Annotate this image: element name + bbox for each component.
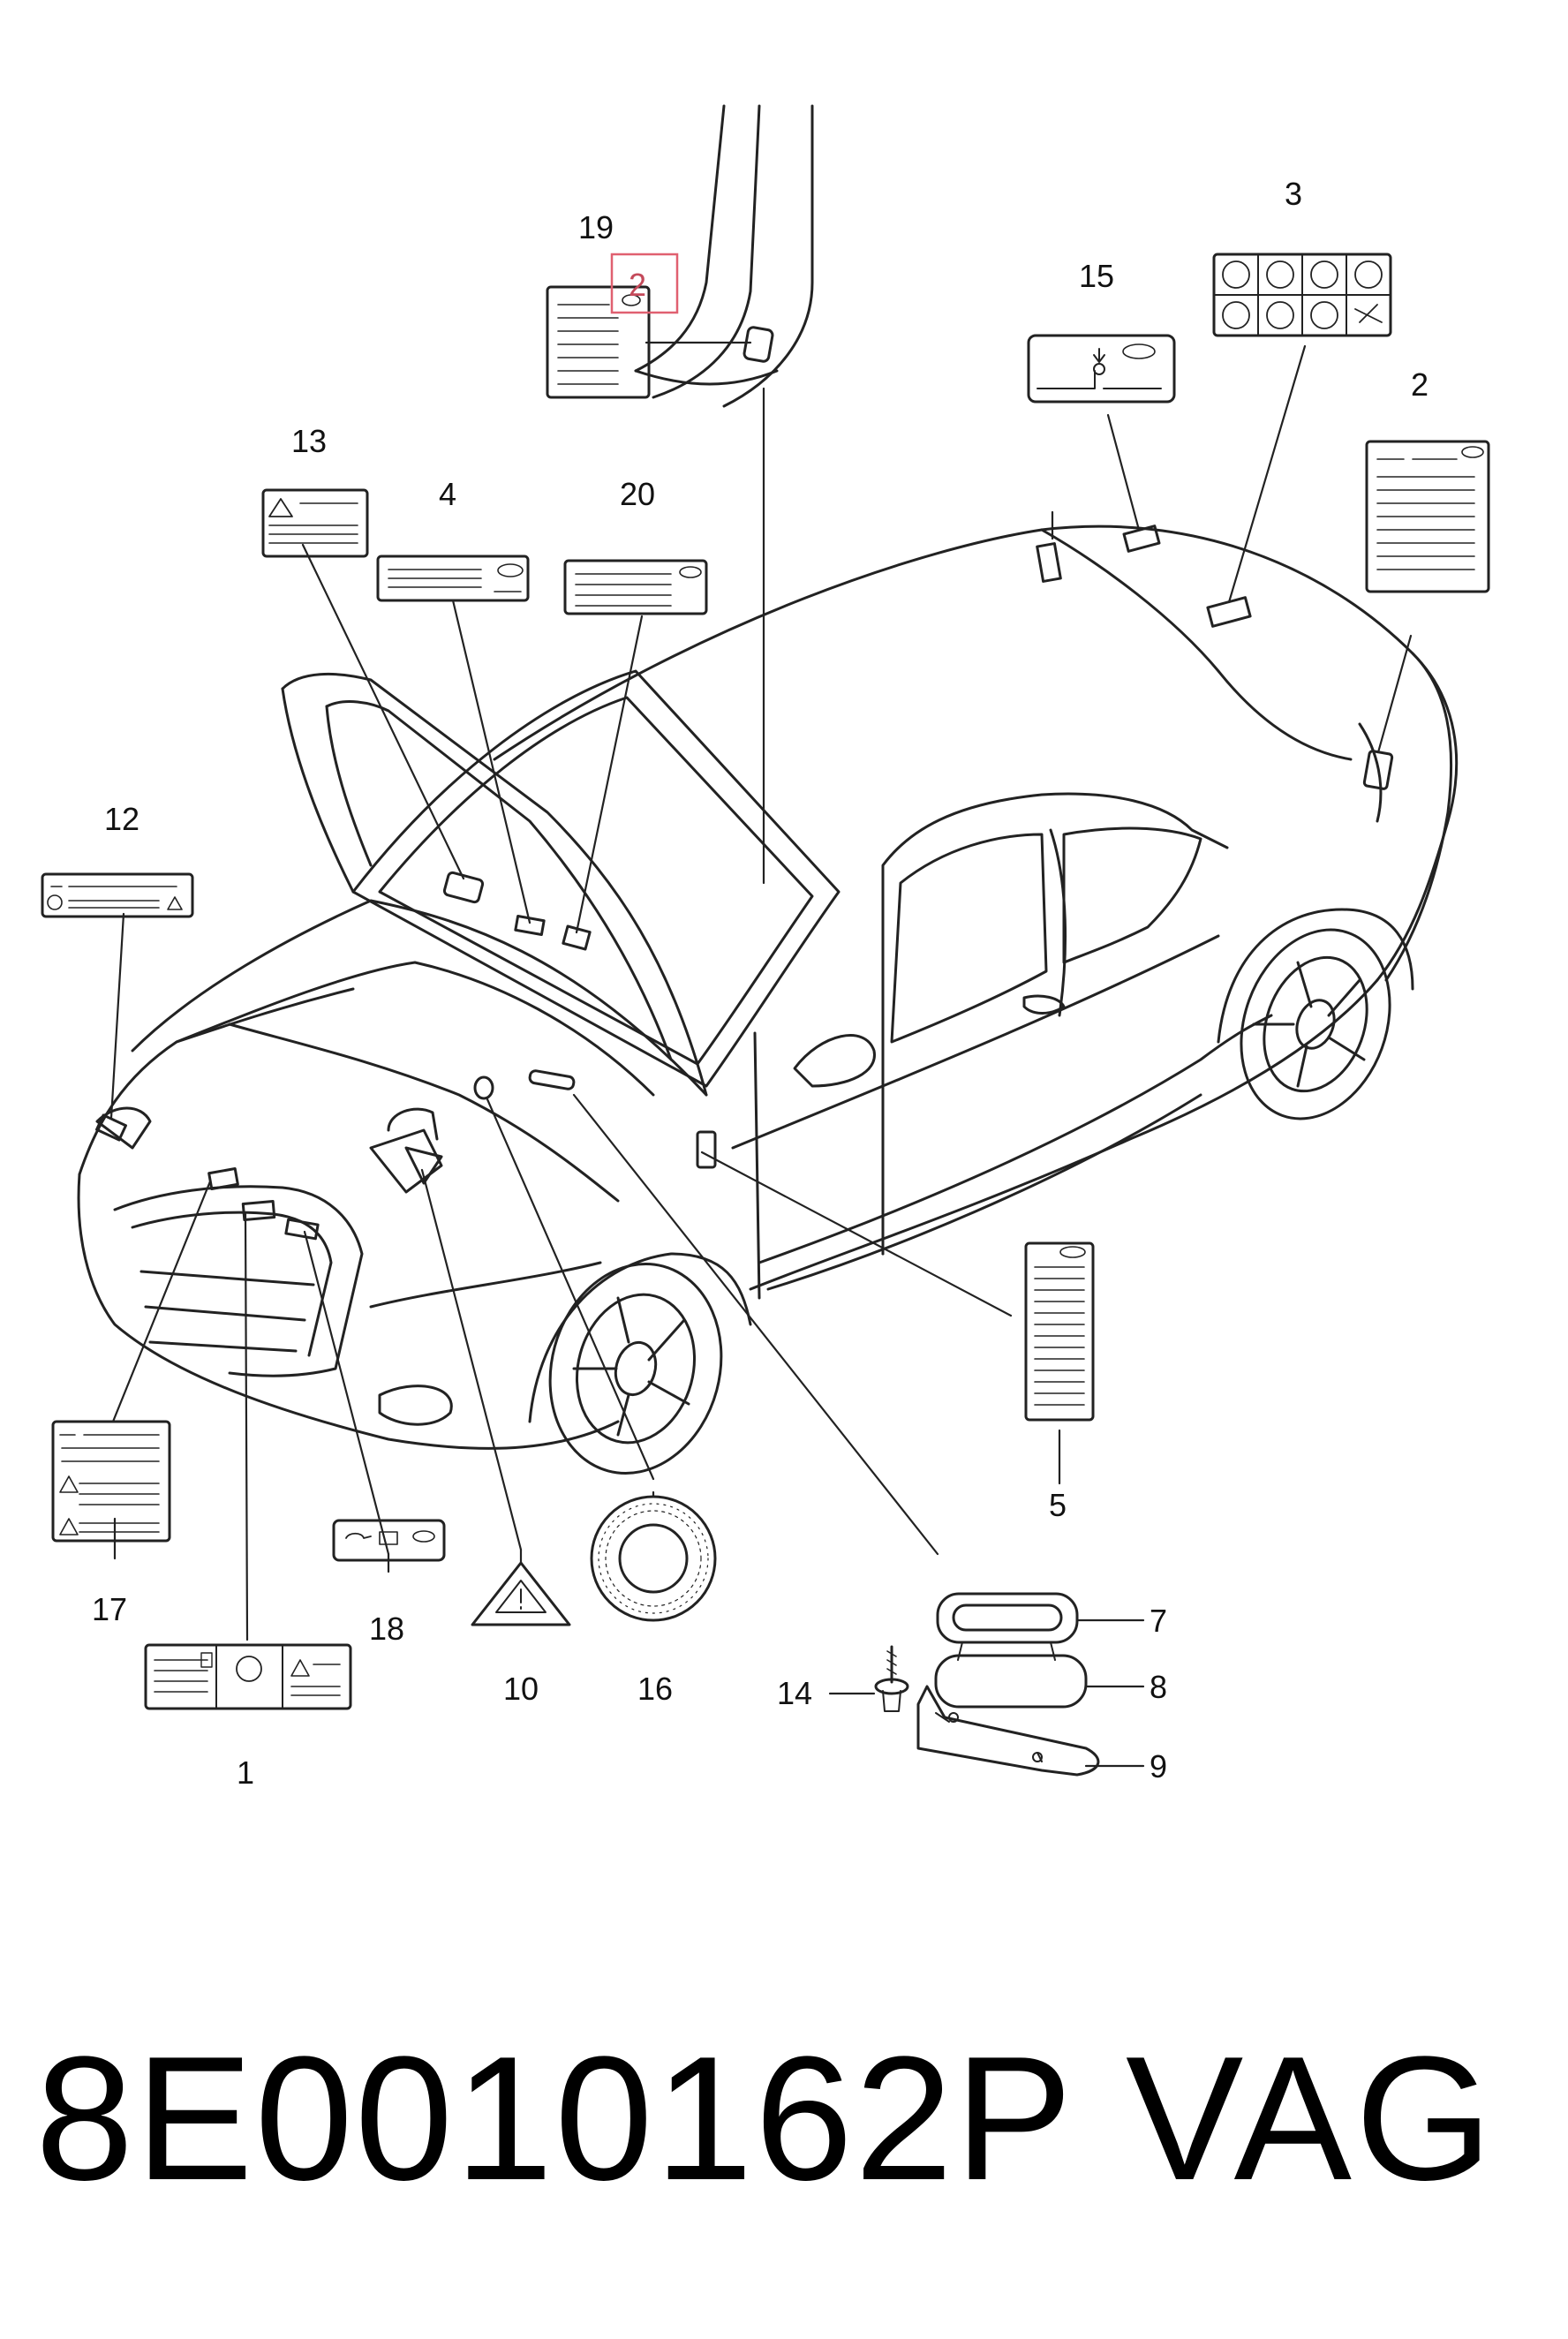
part-number: 8E0010162P bbox=[35, 2020, 1074, 2217]
callout-19: 19 bbox=[578, 209, 614, 245]
callout-15: 15 bbox=[1079, 258, 1114, 294]
callout-16: 16 bbox=[637, 1671, 673, 1707]
brand-name: VAG bbox=[1126, 2020, 1496, 2217]
callout-20: 20 bbox=[620, 476, 655, 512]
callout-13: 12 bbox=[104, 801, 139, 837]
label-20-sticker bbox=[563, 559, 708, 615]
parts-7-8-9-10 bbox=[874, 1592, 1100, 1777]
callout-4: 4 bbox=[439, 476, 456, 512]
callout-17: 17 bbox=[92, 1591, 127, 1627]
footer: 8E0010162P VAG bbox=[35, 2031, 1536, 2260]
label-4-sticker bbox=[376, 555, 530, 602]
label-17-sticker bbox=[51, 1420, 171, 1543]
sticker-markers bbox=[95, 326, 1394, 1241]
callout-14: 13 bbox=[291, 423, 327, 459]
callout-5: 5 bbox=[1049, 1487, 1067, 1523]
callout-labels: 2 19 15 3 2 13 4 20 12 5 17 18 10 16 1 7… bbox=[92, 176, 1429, 1791]
label-15-sticker bbox=[1027, 334, 1176, 404]
label-18-sticker bbox=[332, 1519, 446, 1562]
label-2-sticker bbox=[1365, 440, 1490, 593]
car-body bbox=[77, 104, 1459, 1475]
callout-2b: 2 bbox=[1411, 366, 1429, 403]
callout-2a: 2 bbox=[629, 267, 646, 303]
label-13-sticker bbox=[41, 872, 194, 918]
label-5-sticker bbox=[1024, 1241, 1095, 1422]
leader-lines bbox=[109, 341, 1413, 1768]
callout-1: 1 bbox=[237, 1754, 254, 1791]
callout-7: 7 bbox=[1150, 1603, 1167, 1639]
label-1-sticker bbox=[144, 1643, 352, 1710]
label-14-sticker bbox=[261, 488, 369, 558]
callout-10: 14 bbox=[777, 1675, 812, 1711]
callout-3: 3 bbox=[1285, 176, 1302, 212]
callout-8: 8 bbox=[1150, 1669, 1167, 1705]
callout-18: 18 bbox=[369, 1611, 404, 1647]
label-12-triangle bbox=[471, 1561, 571, 1626]
callout-12: 10 bbox=[503, 1671, 539, 1707]
callout-9: 9 bbox=[1150, 1748, 1167, 1784]
callout-highlight-box bbox=[610, 253, 679, 314]
label-16-disc bbox=[590, 1495, 717, 1622]
label-19-sticker bbox=[546, 285, 651, 399]
label-3-sticker bbox=[1212, 253, 1392, 337]
